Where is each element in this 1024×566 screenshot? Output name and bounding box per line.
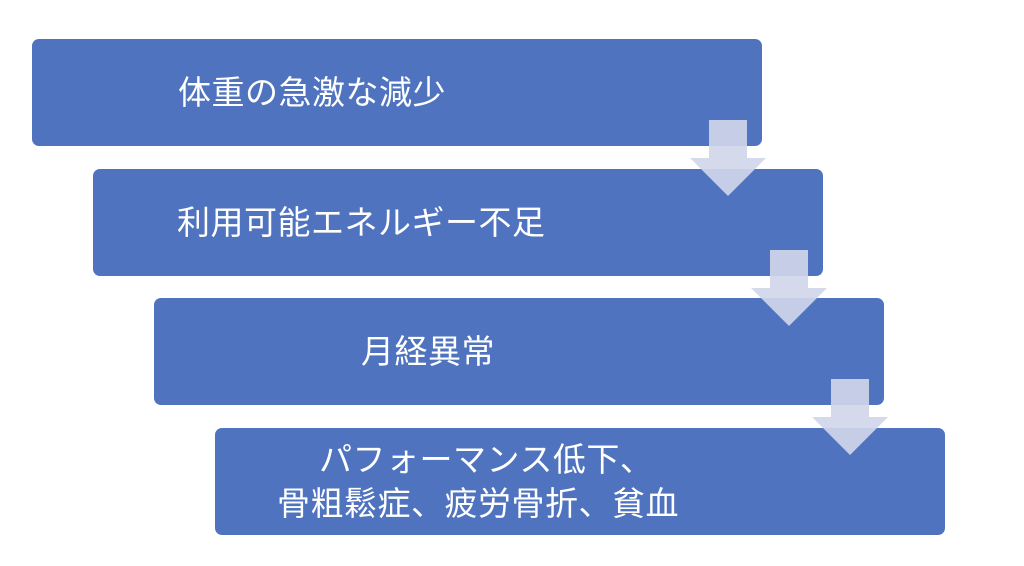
step-box-menstrual-disorder: 月経異常 [154,298,884,405]
step-label-line-1: パフォーマンス低下、 [319,439,654,479]
step-label: 利用可能エネルギー不足 [177,202,546,242]
step-label: 体重の急激な減少 [178,72,446,112]
step-box-consequences: パフォーマンス低下、 骨粗鬆症、疲労骨折、貧血 [215,428,945,535]
step-box-energy-deficiency: 利用可能エネルギー不足 [93,169,823,276]
down-arrow-icon [812,379,888,455]
step-label-line-2: 骨粗鬆症、疲労骨折、貧血 [277,483,679,523]
step-box-weight-loss: 体重の急激な減少 [32,39,762,146]
step-label: 月経異常 [361,331,495,371]
down-arrow-icon [751,250,827,326]
down-arrow-icon [690,120,766,196]
